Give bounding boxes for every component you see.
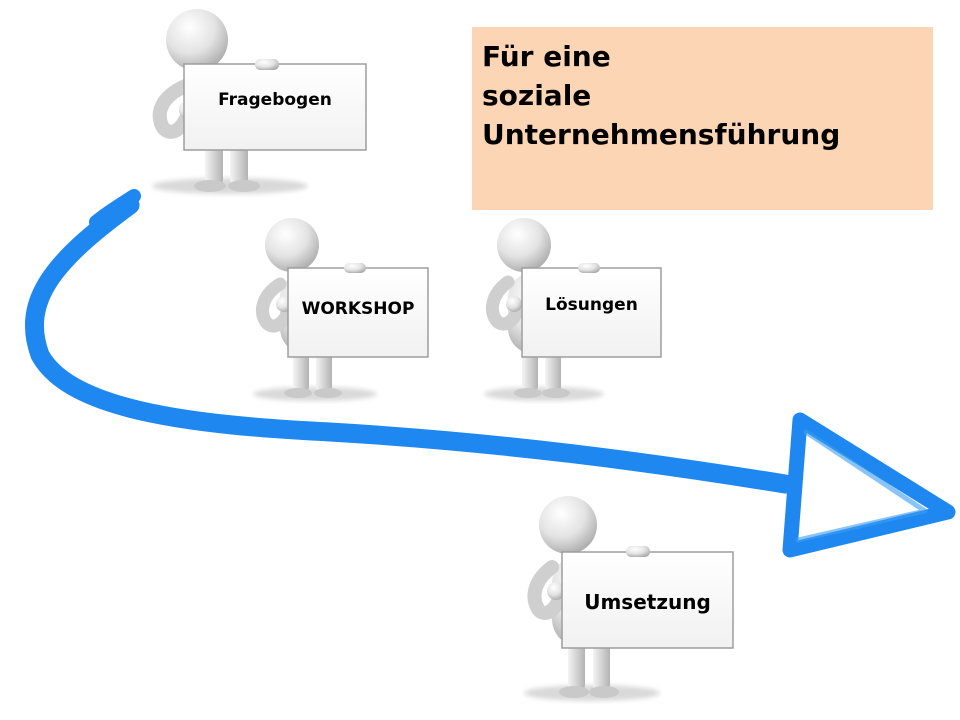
title-box: Für eine soziale Unternehmensführung (472, 27, 933, 210)
figure-fragebogen (152, 9, 367, 194)
title-line-2: soziale (482, 79, 592, 112)
title-line-3: Unternehmensführung (482, 118, 841, 151)
figure-umsetzung (524, 496, 734, 701)
arrow-shaft (24, 195, 795, 494)
figure-loesungen (484, 218, 662, 401)
sign-label-loesungen: Lösungen (545, 295, 638, 315)
figure-workshop (253, 218, 429, 401)
arrow-head-inner (795, 429, 928, 543)
sign-label-umsetzung: Umsetzung (584, 590, 711, 614)
arrow-head (782, 412, 956, 558)
title-line-1: Für eine (482, 40, 611, 73)
curved-arrow-right-icon (24, 189, 956, 558)
arrow-shaft-tail (89, 189, 141, 229)
sign-label-workshop: WORKSHOP (301, 299, 415, 319)
sign-label-fragebogen: Fragebogen (218, 90, 332, 110)
